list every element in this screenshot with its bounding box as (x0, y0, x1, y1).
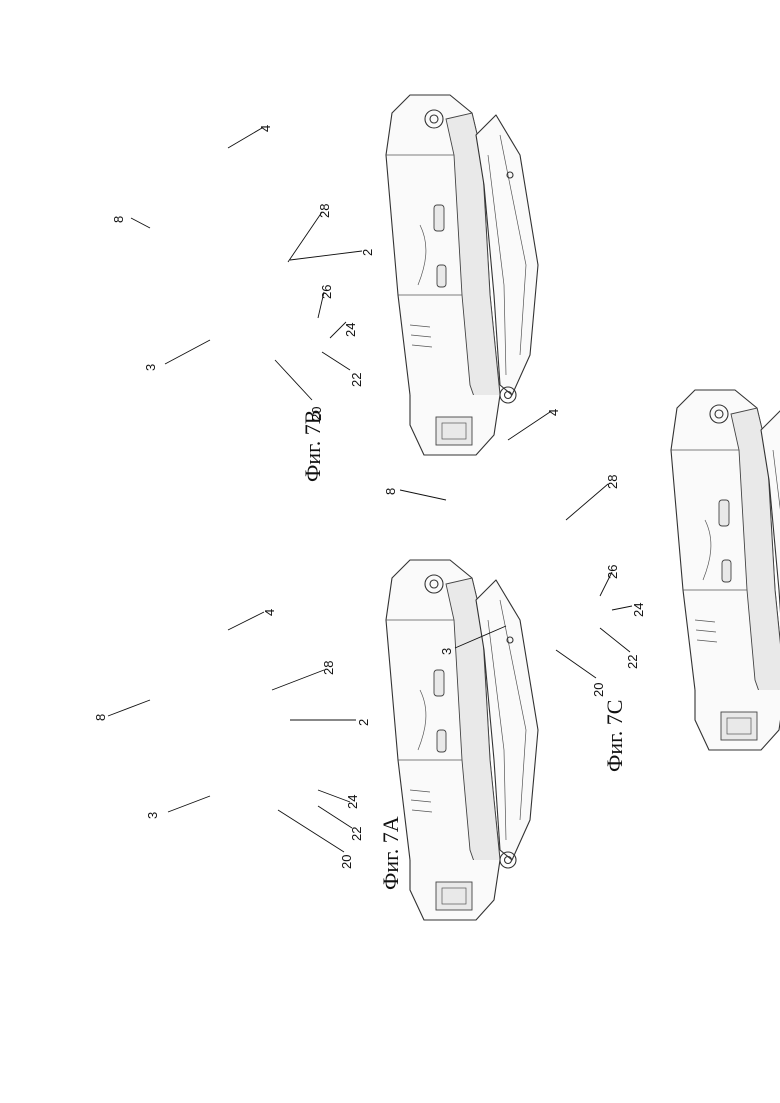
ref-26: 26 (319, 285, 334, 299)
ref-28: 28 (317, 204, 332, 218)
ref-20: 20 (591, 683, 606, 697)
ref-2: 2 (356, 719, 371, 726)
ref-8: 8 (93, 714, 108, 721)
figure-7b-caption: Фиг. 7В (300, 410, 325, 482)
ref-8: 8 (383, 488, 398, 495)
figure-7c-device (671, 390, 780, 750)
figure-7a: 8 4 28 2 3 24 22 20 Фиг. 7А (93, 560, 538, 920)
ref-22: 22 (349, 373, 364, 387)
ref-3: 3 (143, 364, 158, 371)
ref-4: 4 (546, 409, 561, 416)
figure-7a-device (386, 560, 538, 920)
ref-8: 8 (111, 216, 126, 223)
ref-20: 20 (339, 855, 354, 869)
ref-24: 24 (343, 323, 358, 337)
figure-7a-caption: Фиг. 7А (378, 816, 403, 890)
ref-3: 3 (439, 648, 454, 655)
ref-28: 28 (321, 661, 336, 675)
ref-3: 3 (145, 812, 160, 819)
ref-4: 4 (262, 609, 277, 616)
figure-7b: 8 4 28 2 3 26 24 22 20 Фиг. 7В (111, 95, 538, 482)
ref-2: 2 (360, 249, 375, 256)
ref-26: 26 (605, 565, 620, 579)
ref-24: 24 (345, 795, 360, 809)
ref-22: 22 (349, 827, 364, 841)
figure-7c-caption: Фиг. 7С (602, 700, 627, 772)
ref-28: 28 (605, 475, 620, 489)
ref-24: 24 (631, 603, 646, 617)
figure-7b-device (386, 95, 538, 455)
ref-22: 22 (625, 655, 640, 669)
ref-4: 4 (258, 125, 273, 132)
